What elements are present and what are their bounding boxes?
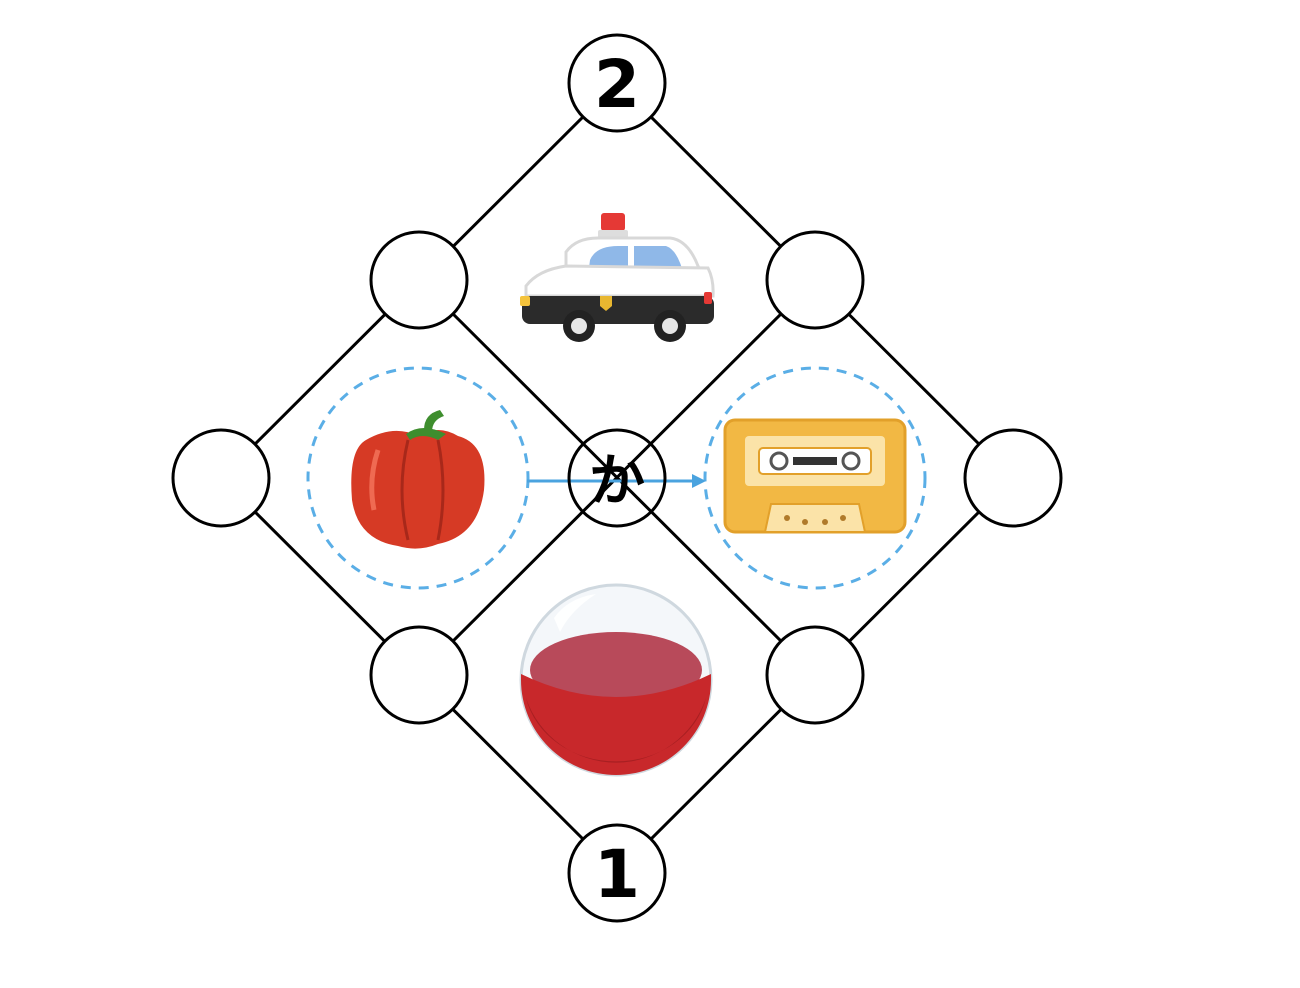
node-right[interactable] xyxy=(963,428,1063,528)
red-bell-pepper-picture xyxy=(351,410,485,549)
end-label: 2 xyxy=(594,46,640,123)
node-top-left[interactable] xyxy=(369,230,469,330)
hint-arrow xyxy=(527,474,706,488)
center-char: か xyxy=(589,449,645,514)
start-node[interactable] xyxy=(567,823,667,923)
end-node[interactable] xyxy=(567,33,667,133)
cassette-tape-picture xyxy=(723,418,907,534)
node-bottom-right[interactable] xyxy=(765,625,865,725)
police-car-picture xyxy=(520,213,715,342)
center-node[interactable] xyxy=(567,428,667,528)
node-bottom-left[interactable] xyxy=(369,625,469,725)
node-top-right[interactable] xyxy=(765,230,865,330)
node-left[interactable] xyxy=(171,428,271,528)
start-label: 1 xyxy=(594,836,640,913)
capsule-toy-picture xyxy=(519,583,713,777)
